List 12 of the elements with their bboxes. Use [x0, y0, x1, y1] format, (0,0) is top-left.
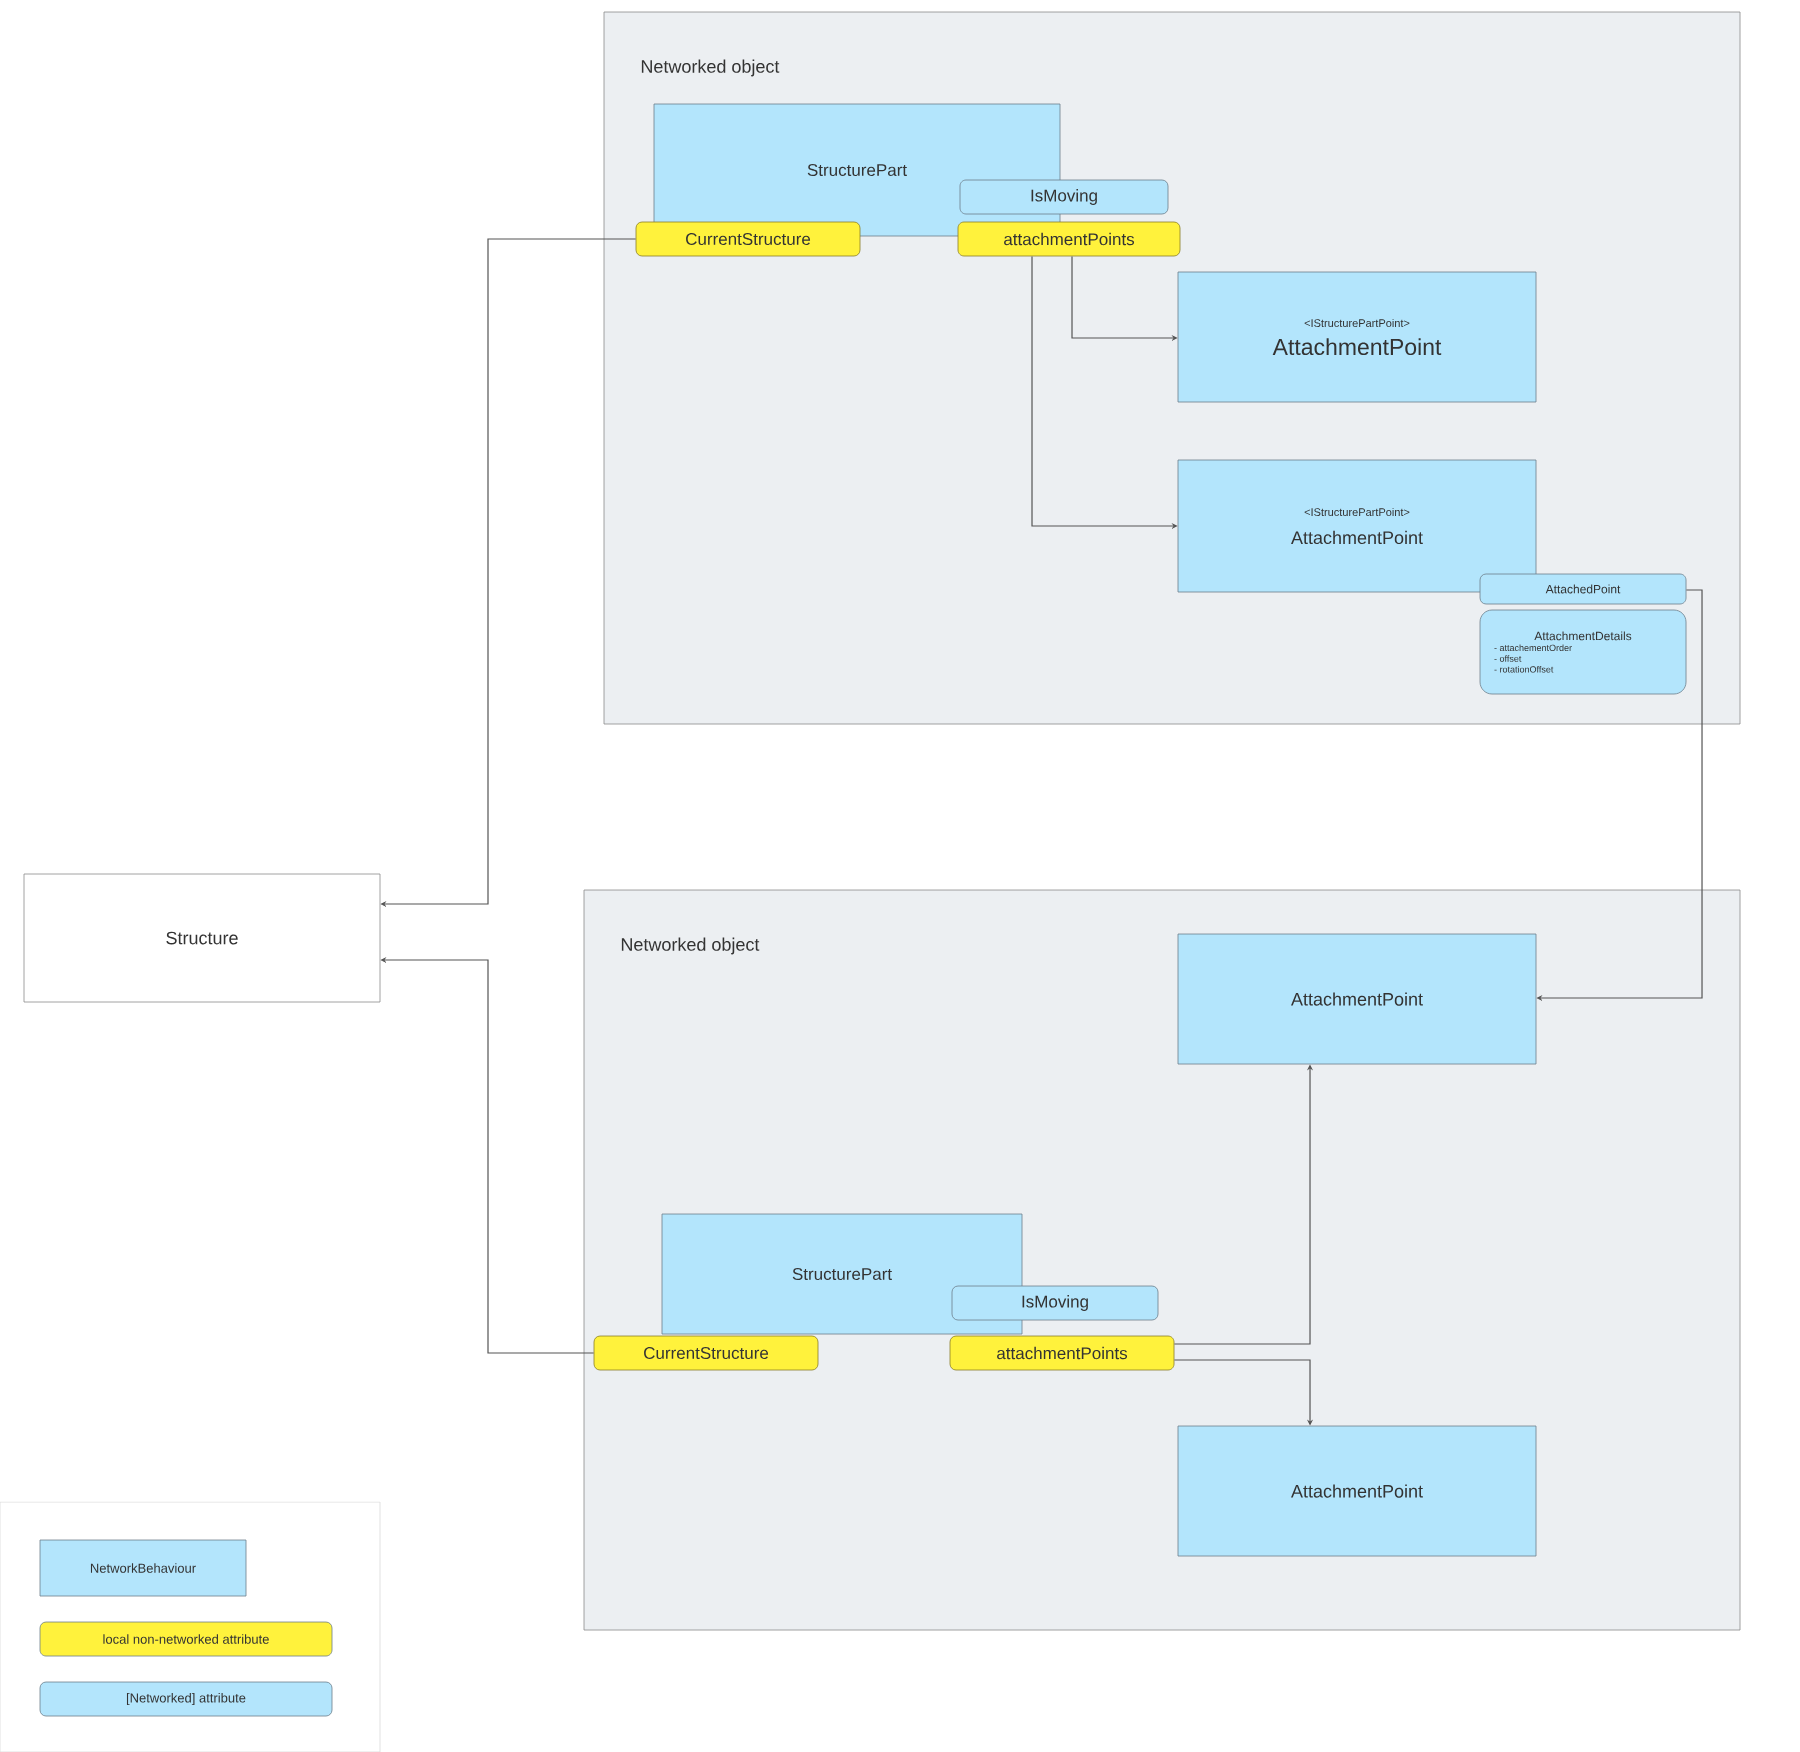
attribute-tag: CurrentStructure	[593, 1335, 819, 1371]
attribute-tag: IsMoving	[959, 179, 1169, 215]
class-box: StructurePart	[661, 1213, 1023, 1335]
attribute-tag: CurrentStructure	[635, 221, 861, 257]
attribute-tag: IsMoving	[951, 1285, 1159, 1321]
class-box: AttachmentPoint	[1177, 1425, 1537, 1557]
class-box: AttachmentPoint	[1177, 933, 1537, 1065]
attribute-tag: attachmentPoints	[957, 221, 1181, 257]
panel-title: Networked object	[641, 59, 780, 77]
class-box: Structure	[23, 873, 381, 1003]
panel-title: Networked object	[621, 937, 760, 955]
attribute-tag: attachmentPoints	[949, 1335, 1175, 1371]
